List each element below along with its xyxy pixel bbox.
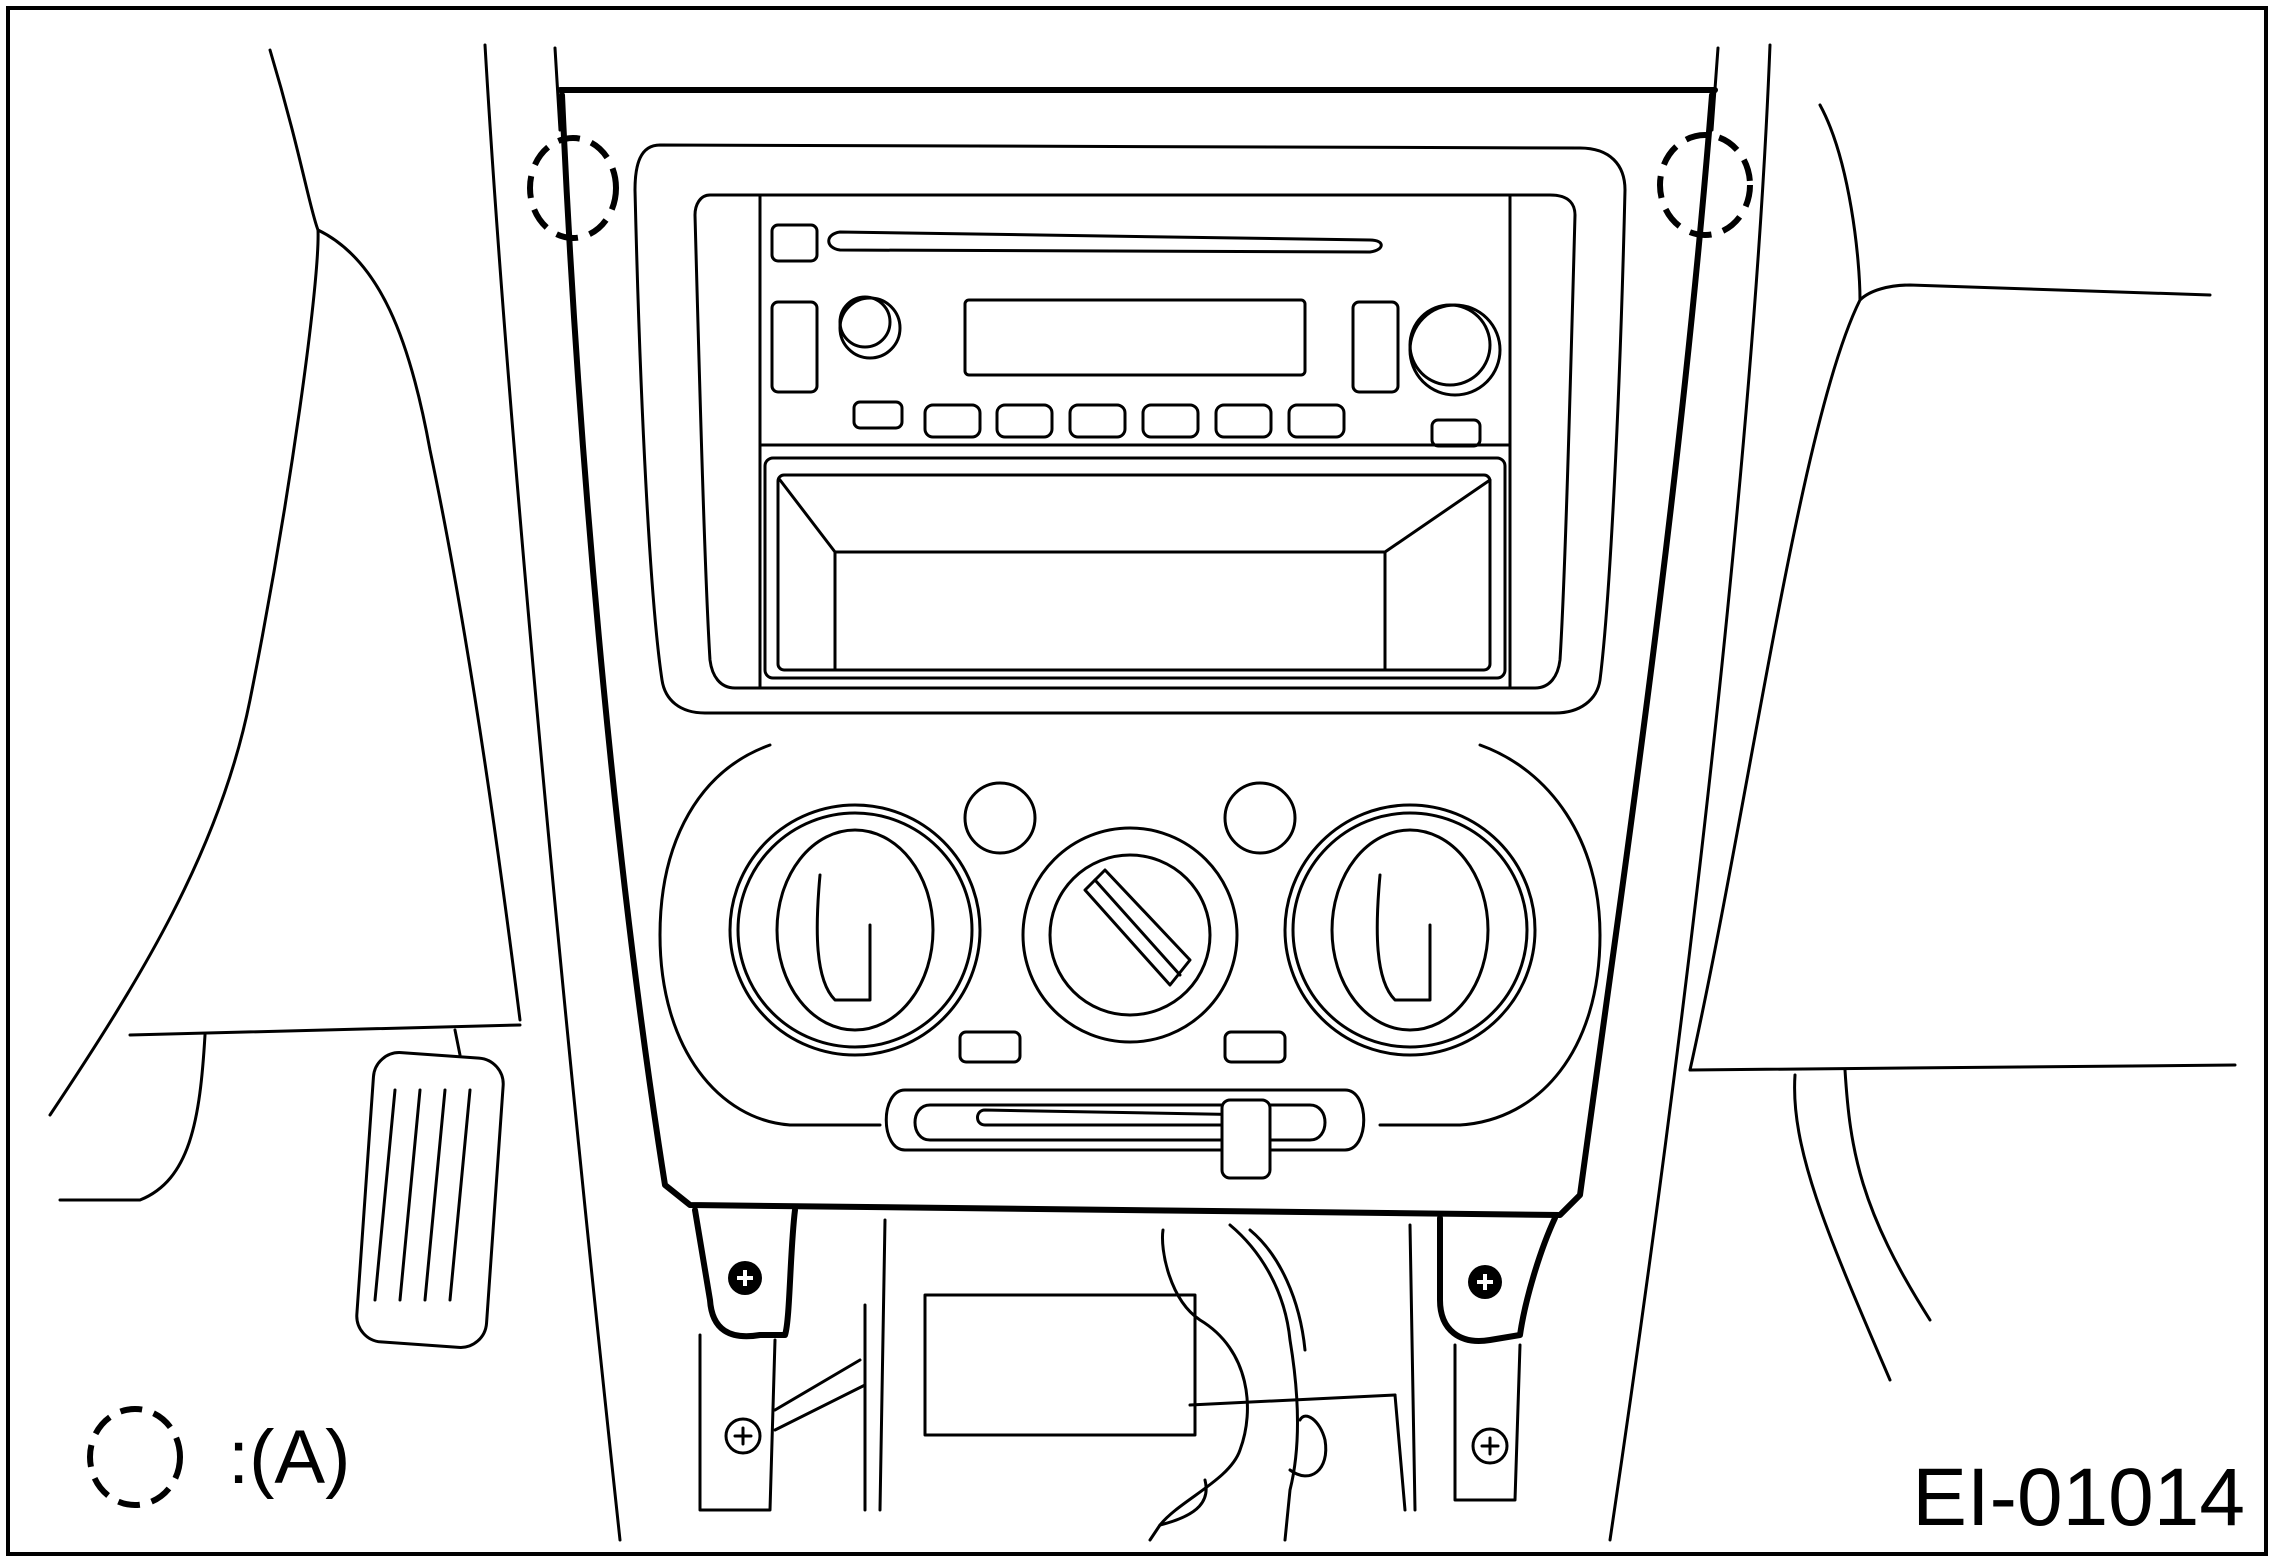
left-dash-outline [48,48,522,1202]
left-mounting-bracket [692,1207,798,1512]
climate-panel [658,743,1602,1180]
air-intake-slider [884,1088,1366,1180]
tuning-knob [1408,303,1502,397]
clip-a-marker-left [527,135,619,241]
screw-icon [724,1417,762,1455]
mounting-bracket-plate [923,1293,1197,1437]
console-panel-outline [557,87,1718,1218]
ac-button [958,1030,1022,1064]
indicator-light-left [963,781,1037,855]
screw-icon [1471,1427,1509,1465]
preset-button [923,403,982,439]
radio-right-button [1351,300,1400,394]
console-sides [483,43,1772,1542]
under-console-structure [773,1218,1417,1542]
preset-button [1068,403,1127,439]
preset-button [1287,403,1346,439]
radio-display [963,298,1307,377]
accelerator-pedal [355,1028,505,1349]
volume-knob [838,296,902,360]
storage-pocket [763,456,1507,680]
cd-slot [827,230,1383,254]
preset-button [1214,403,1273,439]
figure-frame [6,6,2268,1556]
right-mounting-bracket [1437,1215,1558,1502]
preset-button [1430,418,1482,448]
eject-button [770,223,819,263]
legend: :(A) [87,1406,350,1508]
audio-bezel [633,143,1627,715]
preset-button [852,400,904,430]
legend-label: :(A) [228,1415,350,1500]
wiring-harness [1148,1228,1249,1542]
dashed-circle-icon [87,1406,183,1508]
clip-a-marker-right [1657,132,1753,238]
right-dash-outline [1688,103,2237,1382]
indicator-light-right [1223,781,1297,855]
preset-button [1141,403,1200,439]
recirc-button [1223,1030,1287,1064]
screw-icon [1468,1265,1502,1299]
radio-left-button [770,300,819,394]
screw-icon [728,1261,762,1295]
figure-id: EI-01014 [1912,1452,2245,1543]
preset-button [995,403,1054,439]
mode-dial [1021,826,1239,1044]
temperature-dial [1283,803,1537,1057]
radio-unit [758,193,1512,448]
fan-speed-dial [728,803,982,1057]
